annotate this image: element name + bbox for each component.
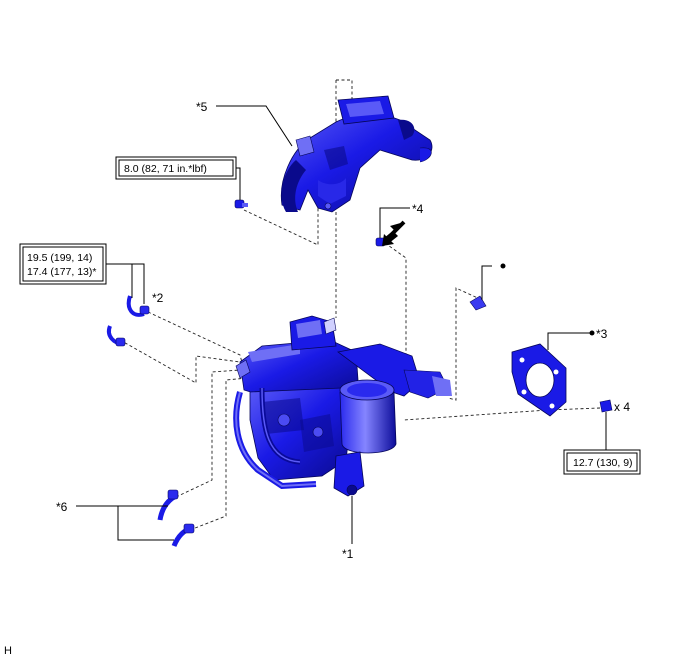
leader-lines bbox=[76, 105, 607, 544]
brake-lines-star6 bbox=[157, 489, 195, 547]
brake-lines-star2 bbox=[107, 295, 150, 347]
upper-bracket-assembly bbox=[280, 95, 433, 213]
marker-dot bbox=[589, 330, 595, 336]
torque-box-bolt: 8.0 (82, 71 in.*lbf) bbox=[115, 156, 237, 180]
torque-spec-lines-1: 19.5 (199, 14) bbox=[27, 252, 92, 264]
nut bbox=[599, 399, 613, 413]
callout-6: *6 bbox=[56, 500, 68, 514]
arrow-icon bbox=[382, 220, 406, 246]
marker-dot bbox=[500, 263, 506, 269]
quantity-label: x 4 bbox=[614, 400, 630, 414]
brake-actuator-assembly bbox=[233, 315, 452, 497]
torque-spec-nut: 12.7 (130, 9) bbox=[573, 457, 633, 469]
callout-3: *3 bbox=[596, 327, 608, 341]
torque-box-nut: 12.7 (130, 9) bbox=[563, 449, 641, 475]
corner-mark: H bbox=[4, 645, 12, 657]
callout-1: *1 bbox=[342, 547, 354, 561]
torque-spec-bolt: 8.0 (82, 71 in.*lbf) bbox=[124, 163, 207, 175]
bolt-8nm bbox=[234, 199, 248, 209]
clip-top-right bbox=[469, 295, 487, 311]
torque-box-lines: 19.5 (199, 14) 17.4 (177, 13)* bbox=[19, 243, 107, 285]
callout-4: *4 bbox=[412, 202, 424, 216]
torque-spec-lines-2: 17.4 (177, 13)* bbox=[27, 266, 96, 278]
callout-5: *5 bbox=[196, 100, 208, 114]
callout-2: *2 bbox=[152, 291, 164, 305]
gasket bbox=[511, 343, 567, 417]
